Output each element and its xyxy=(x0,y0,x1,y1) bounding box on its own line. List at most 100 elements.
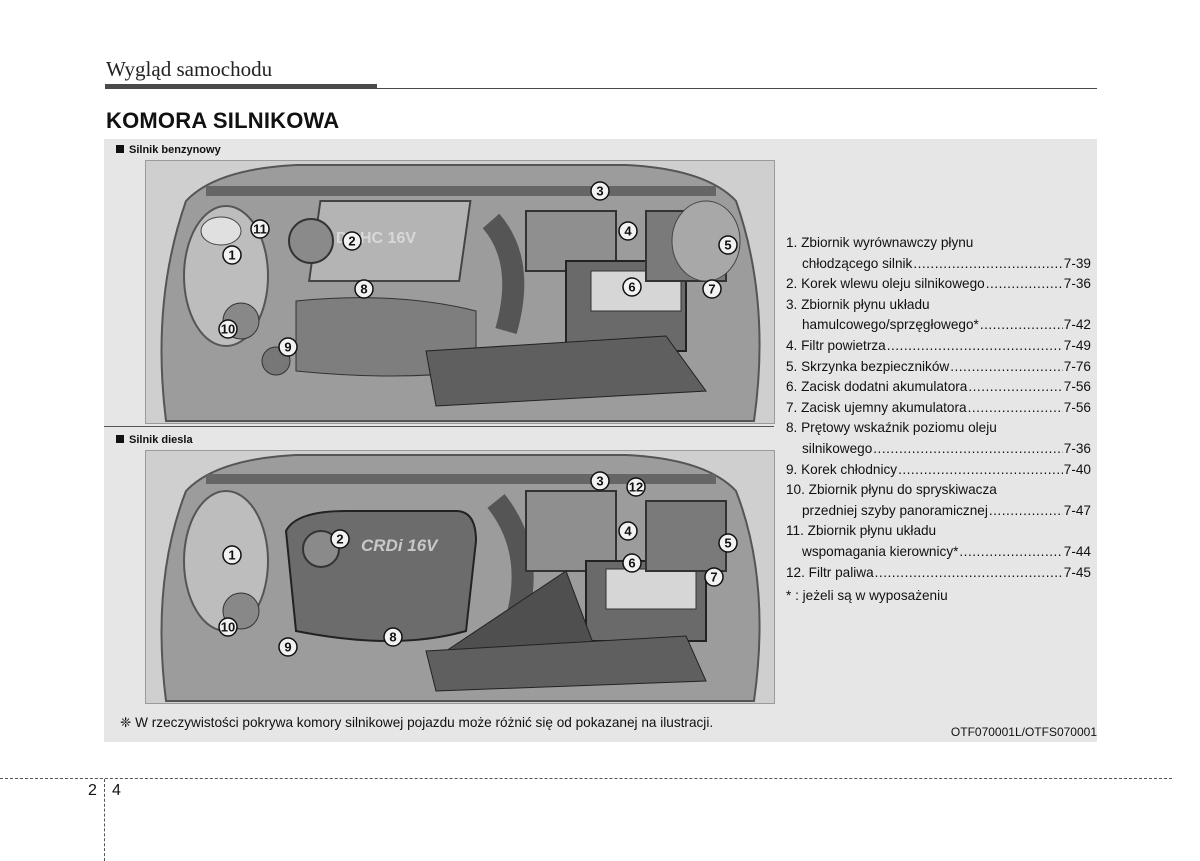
leader-dots xyxy=(968,377,1062,398)
callout-8: 8 xyxy=(354,279,374,299)
legend-item-page: 7-44 xyxy=(1063,543,1091,559)
callout-5: 5 xyxy=(718,533,738,553)
legend-item-page: 7-49 xyxy=(1063,337,1091,353)
svg-text:9: 9 xyxy=(284,640,291,655)
svg-text:9: 9 xyxy=(284,340,291,355)
legend-item-page: 7-56 xyxy=(1063,399,1091,415)
header-title: Wygląd samochodu xyxy=(106,57,273,81)
callout-4: 4 xyxy=(618,221,638,241)
section-label-text: Silnik diesla xyxy=(129,434,193,446)
illustration-note: ❈ W rzeczywistości pokrywa komory silnik… xyxy=(120,715,714,730)
legend-item-page: 7-42 xyxy=(1063,317,1091,333)
callout-1: 1 xyxy=(222,245,242,265)
legend-item-text: 3. Zbiornik płynu układu xyxy=(786,296,930,312)
svg-text:6: 6 xyxy=(628,280,635,295)
svg-text:2: 2 xyxy=(348,234,355,249)
svg-text:4: 4 xyxy=(624,224,632,239)
section-label-text: Silnik benzynowy xyxy=(129,144,221,156)
svg-text:5: 5 xyxy=(724,238,731,253)
leader-dots xyxy=(950,357,1063,378)
svg-text:10: 10 xyxy=(221,620,235,635)
leader-dots xyxy=(913,254,1062,275)
legend-item: 2. Korek wlewu oleju silnikowego 7-36 xyxy=(786,274,1091,295)
header-rule-thin xyxy=(377,88,1097,89)
bullet-square-icon xyxy=(116,145,124,153)
svg-text:7: 7 xyxy=(710,570,717,585)
callout-7: 7 xyxy=(702,279,722,299)
svg-text:3: 3 xyxy=(596,474,603,489)
legend-item: 7. Zacisk ujemny akumulatora 7-56 xyxy=(786,398,1091,419)
callout-11: 11 xyxy=(250,219,270,239)
legend-item: 5. Skrzynka bezpieczników 7-76 xyxy=(786,357,1091,378)
svg-text:2: 2 xyxy=(336,532,343,547)
callout-2: 2 xyxy=(330,529,350,549)
svg-text:1: 1 xyxy=(228,548,235,563)
page-number-chapter: 2 xyxy=(88,782,97,799)
legend-item: 4. Filtr powietrza7-49 xyxy=(786,336,1091,357)
callout-3: 3 xyxy=(590,181,610,201)
legend-item-page: 7-36 xyxy=(1063,440,1091,456)
svg-text:4: 4 xyxy=(624,524,632,539)
leader-dots xyxy=(887,336,1063,357)
leader-dots xyxy=(980,315,1063,336)
leader-dots xyxy=(989,501,1063,522)
callout-9: 9 xyxy=(278,637,298,657)
image-code: OTF070001L/OTFS070001 xyxy=(950,725,1097,739)
legend-item-text: przedniej szyby panoramicznej xyxy=(802,502,988,518)
legend-item-page: 7-47 xyxy=(1063,502,1091,518)
legend-item-page: 7-36 xyxy=(1063,276,1091,292)
legend-item-text: wspomagania kierownicy* xyxy=(802,543,959,559)
callout-10: 10 xyxy=(218,319,238,339)
bullet-square-icon xyxy=(116,435,124,443)
svg-text:10: 10 xyxy=(221,322,235,337)
header-rule-thick xyxy=(105,84,377,89)
svg-text:7: 7 xyxy=(708,282,715,297)
legend-item: 6. Zacisk dodatni akumulatora 7-56 xyxy=(786,377,1091,398)
legend-item: 10. Zbiornik płynu do spryskiwacza przedn… xyxy=(786,480,1091,521)
svg-text:6: 6 xyxy=(628,556,635,571)
legend-item-page: 7-76 xyxy=(1063,358,1091,374)
svg-text:5: 5 xyxy=(724,536,731,551)
legend-item-page: 7-45 xyxy=(1063,564,1091,580)
legend-item-text: 5. Skrzynka bezpieczników xyxy=(786,358,950,374)
svg-text:3: 3 xyxy=(596,184,603,199)
callout-10: 10 xyxy=(218,617,238,637)
section-label-diesel: Silnik diesla xyxy=(116,434,193,446)
svg-text:12: 12 xyxy=(629,480,643,495)
legend-item-text: 10. Zbiornik płynu do spryskiwacza xyxy=(786,482,997,498)
legend-item-page: 7-39 xyxy=(1063,255,1091,271)
callout-2: 2 xyxy=(342,231,362,251)
engine-cover-text: CRDi 16V xyxy=(361,536,439,555)
legend-item-page: 7-56 xyxy=(1063,379,1091,395)
leader-dots xyxy=(986,274,1063,295)
svg-text:8: 8 xyxy=(389,630,396,645)
leader-dots xyxy=(968,398,1063,419)
legend-item-text: 9. Korek chłodnicy xyxy=(786,461,898,477)
callout-4: 4 xyxy=(618,521,638,541)
page-title: KOMORA SILNIKOWA xyxy=(106,108,340,133)
legend-item: 9. Korek chłodnicy7-40 xyxy=(786,460,1091,481)
callout-6: 6 xyxy=(622,277,642,297)
legend-item-text: 2. Korek wlewu oleju silnikowego xyxy=(786,276,985,292)
section-divider xyxy=(104,426,774,427)
legend-item: 11. Zbiornik płynu układu wspomagania kie… xyxy=(786,521,1091,562)
legend-item-text: 12. Filtr paliwa xyxy=(786,564,874,580)
footnote: * : jeżeli są w wyposażeniu xyxy=(786,588,948,603)
leader-dots xyxy=(959,542,1062,563)
section-label-petrol: Silnik benzynowy xyxy=(116,144,221,156)
legend-item-text: 6. Zacisk dodatni akumulatora xyxy=(786,379,968,395)
legend-item-text: 1. Zbiornik wyrównawczy płynu xyxy=(786,235,974,250)
callout-12: 12 xyxy=(626,477,646,497)
legend-item-text: 7. Zacisk ujemny akumulatora xyxy=(786,399,967,415)
footer-dashed-vertical xyxy=(104,779,105,861)
svg-text:11: 11 xyxy=(253,222,267,237)
legend-item-text: 11. Zbiornik płynu układu xyxy=(786,523,937,539)
svg-text:8: 8 xyxy=(360,282,367,297)
callout-9: 9 xyxy=(278,337,298,357)
legend-item-text: 8. Prętowy wskaźnik poziomu oleju xyxy=(786,420,997,436)
